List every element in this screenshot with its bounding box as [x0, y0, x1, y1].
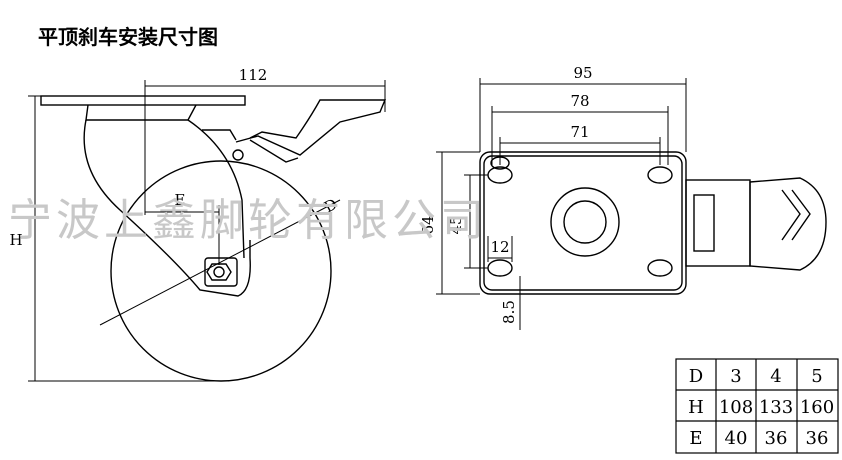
table-cell: 108	[719, 397, 753, 418]
swivel-head	[85, 104, 197, 121]
table-cell-label: D	[689, 366, 703, 387]
top-plate	[40, 95, 246, 106]
table-row: H 108 133 160	[688, 397, 834, 418]
brake-pedal	[235, 99, 387, 156]
watermark-text: 宁波上鑫脚轮有限公司	[8, 195, 488, 246]
brake-link	[202, 129, 237, 141]
dim-78-label: 78	[570, 92, 589, 110]
dim-8-5-label: 8.5	[500, 300, 518, 324]
dim-64-label: 64	[419, 215, 437, 234]
dim-112-label: 112	[239, 66, 268, 84]
table-cell: 133	[759, 397, 793, 418]
brake-block	[693, 194, 715, 252]
table-cell: 4	[770, 366, 781, 387]
table-cell-label: E	[689, 428, 702, 449]
fork-inner	[187, 119, 245, 259]
bolt-hole-bottom-left	[487, 259, 513, 277]
table-row: E 40 36 36	[689, 428, 828, 449]
table-cell: 5	[811, 366, 822, 387]
fork-leg	[83, 119, 251, 297]
dim-95-label: 95	[573, 64, 592, 82]
dim-12-label: 12	[490, 238, 509, 256]
top-dimensions	[436, 78, 687, 330]
swivel-ring-inner	[563, 200, 607, 244]
pedal-grip-1	[781, 189, 801, 241]
wheel-outline	[110, 160, 332, 382]
brake-pedal-top	[749, 177, 827, 271]
dim-45-label: 45	[447, 215, 465, 234]
drawing-title: 平顶刹车安装尺寸图	[38, 25, 218, 49]
table-cell: 36	[765, 428, 788, 449]
table-border	[675, 358, 839, 454]
axle-bolt	[213, 266, 225, 278]
table-cell: 36	[806, 428, 829, 449]
brake-pivot	[232, 149, 244, 161]
table-cell: 160	[800, 397, 834, 418]
dim-e-label: E	[175, 191, 186, 209]
dim-h-label: H	[9, 231, 22, 249]
swivel-ring-outer	[550, 187, 620, 257]
table-cell: 3	[730, 366, 741, 387]
brake-arm	[249, 139, 299, 163]
top-view	[479, 151, 827, 295]
dim-71-label: 71	[570, 123, 589, 141]
axle-hub	[204, 257, 238, 287]
dim-d-line	[99, 199, 341, 326]
spec-table	[675, 358, 839, 454]
mounting-plate-inner	[483, 155, 683, 291]
bolt-hole-top-right	[647, 166, 673, 184]
table-row: D 3 4 5	[689, 366, 823, 387]
brake-housing	[685, 179, 751, 267]
table-cell-label: H	[688, 397, 704, 418]
table-cell: 40	[725, 428, 748, 449]
mounting-plate	[479, 151, 687, 295]
pedal-grip-2	[791, 189, 811, 241]
side-dimensions	[28, 80, 386, 382]
bolt-hole-bottom-right	[647, 259, 673, 277]
axle-nut	[206, 263, 232, 281]
